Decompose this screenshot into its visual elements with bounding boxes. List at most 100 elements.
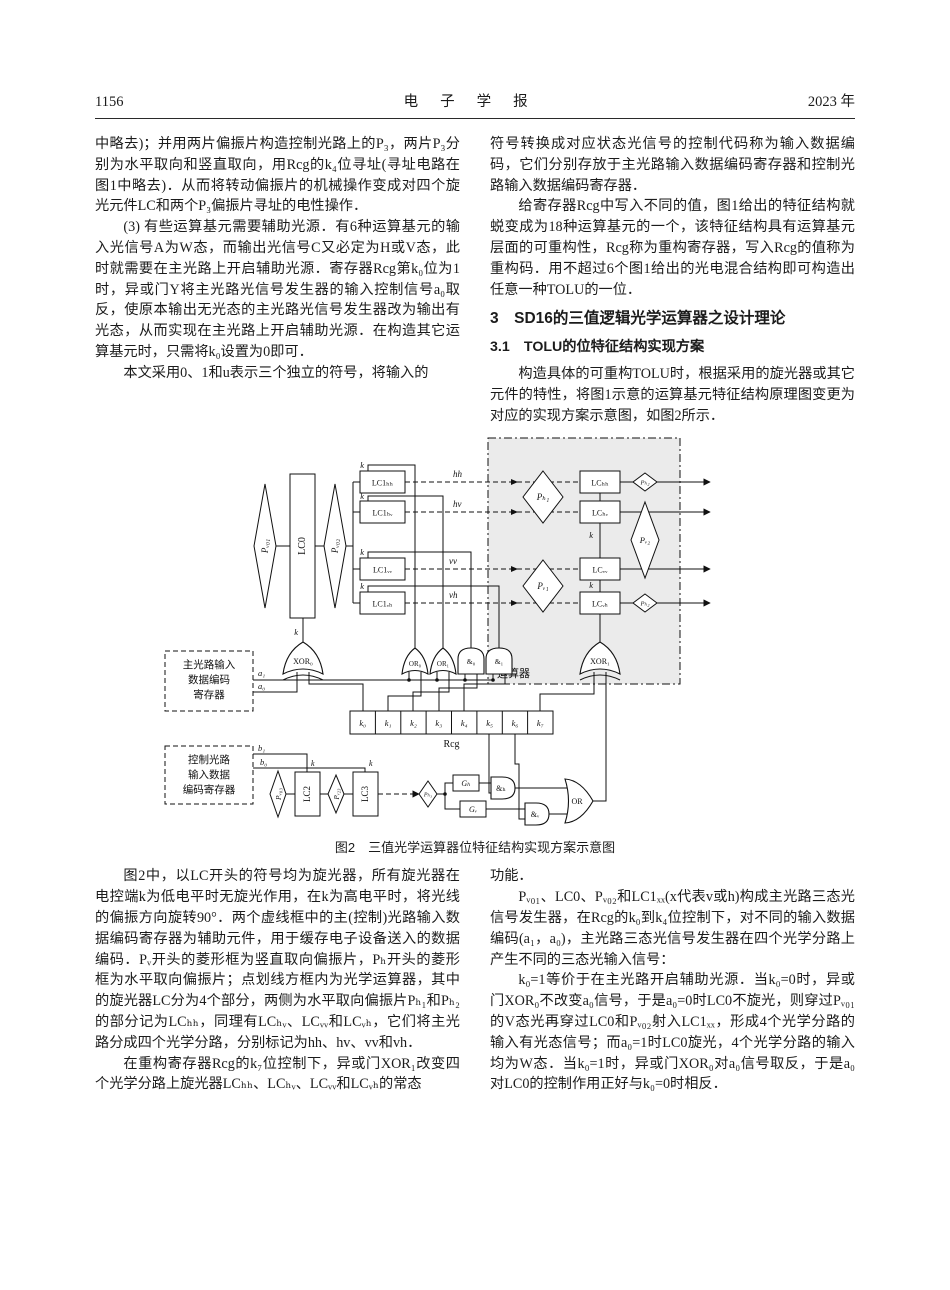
rcg-register: k₀ k₁ k₂ k₃ k₄ k₅ k₆ k₇ Rcg bbox=[349, 710, 554, 750]
main-register-line3: 寄存器 bbox=[193, 688, 225, 701]
header-year: 2023 年 bbox=[807, 94, 855, 110]
rotator-lcvv: LCᵥᵥ bbox=[579, 557, 621, 581]
path-hh-label: hh bbox=[453, 469, 463, 479]
figure-2-diagram: Pᵥ₀₁ LC0 Pᵥ₀₂ k LC1ₕₕ LC1ₕᵥ LC1 bbox=[164, 437, 711, 826]
pv23-label: Pᵥ₂₃ bbox=[333, 788, 341, 801]
xor0-gate: XOR₀ bbox=[282, 641, 324, 681]
control-register-line2: 输入数据 bbox=[188, 768, 230, 781]
paragraph: k₀=1等价于在主光路开启辅助光源．当k₀=0时，异或门XOR₀不改变a₀信号，… bbox=[490, 972, 855, 1093]
ph1-label: Pₕ₁ bbox=[536, 492, 550, 502]
ph2-label: Pₕ₂ bbox=[639, 480, 650, 487]
and0-gate: &₀ bbox=[457, 647, 485, 675]
bottom-text-columns: 图2中，以LC开头的符号均为旋光器，所有旋光器在电控端k为低电平时无旋光作用，在… bbox=[95, 866, 855, 1095]
gh-label: Gₕ bbox=[461, 779, 470, 788]
a1-label: a₁ bbox=[258, 668, 265, 678]
gv-label: Gᵥ bbox=[469, 805, 477, 814]
rcg-cell-k0: k₀ bbox=[359, 718, 366, 728]
ph2-label: Pₕ₂ bbox=[639, 601, 650, 608]
k-label: k bbox=[360, 581, 364, 591]
lchh-label: LCₕₕ bbox=[591, 479, 609, 488]
paragraph: 本文采用0、1和u表示三个独立的符号，将输入的 bbox=[123, 364, 429, 381]
rcg-cell-k3: k₃ bbox=[435, 718, 442, 728]
lc1hv-label: LC1ₕᵥ bbox=[372, 509, 393, 518]
rotator-lcvh: LCᵥₕ bbox=[579, 591, 621, 615]
top-text-columns: 中略去)；并用两片偏振片构造控制光路上的P₃，两片P₃分别为水平取向和竖直取向，… bbox=[95, 134, 855, 426]
pv02-label: Pᵥ₀₂ bbox=[330, 539, 340, 554]
k-label: k bbox=[589, 580, 593, 590]
rotator-lc3: LC3 bbox=[352, 771, 379, 817]
lc3-k-label: k bbox=[369, 759, 373, 768]
paragraph: (3) 有些运算基元需要辅助光源．有6种运算基元的输入光信号A为W态，而输出光信… bbox=[95, 219, 460, 360]
paragraph: 构造具体的可重构TOLU时，根据采用的旋光器或其它元件的特性，将图1示意的运算基… bbox=[490, 365, 855, 424]
or0-gate: OR₀ bbox=[401, 647, 429, 676]
page-number: 1156 bbox=[95, 94, 124, 110]
rcg-cell-k4: k₄ bbox=[461, 718, 468, 728]
lc1vv-label: LC1ᵥᵥ bbox=[373, 566, 393, 575]
left-column-bottom: 图2中，以LC开头的符号均为旋光器，所有旋光器在电控端k为低电平时无旋光作用，在… bbox=[95, 866, 460, 1095]
lc3-label: LC3 bbox=[360, 786, 370, 803]
polarizer-pv2: Pᵥ₂ bbox=[630, 500, 660, 580]
xor0-label: XOR₀ bbox=[293, 657, 313, 666]
detector-gv: Gᵥ bbox=[459, 800, 487, 818]
control-register-line3: 编码寄存器 bbox=[183, 783, 236, 796]
right-column-bottom: 功能． Pᵥ₀₁、LC0、Pᵥ₀₂和LC1ₓₓ(x代表v或h)构成主光路三态光信… bbox=[490, 866, 855, 1095]
polarizer-pv01: Pᵥ₀₁ bbox=[253, 484, 277, 609]
rcg-cell-k2: k₂ bbox=[410, 718, 417, 728]
rotator-lc1hh: LC1ₕₕ bbox=[359, 470, 406, 494]
main-register-line2: 数据编码 bbox=[188, 673, 230, 686]
or-output-gate: OR bbox=[564, 778, 594, 824]
k-label: k bbox=[360, 547, 364, 557]
path-vh-label: vh bbox=[449, 590, 458, 600]
or0-label: OR₀ bbox=[409, 660, 422, 668]
path-vv-label: vv bbox=[449, 556, 457, 566]
pv1-label: Pᵥ₁ bbox=[536, 581, 548, 591]
lc0-k-label: k bbox=[294, 627, 298, 637]
lcvv-label: LCᵥᵥ bbox=[593, 566, 609, 575]
rotator-lc0: LC0 bbox=[289, 473, 316, 619]
lchv-label: LCₕᵥ bbox=[592, 509, 609, 518]
polarizer-ph3: Pₕ₃ bbox=[418, 780, 438, 809]
detector-gh: Gₕ bbox=[452, 774, 480, 792]
paragraph: Pᵥ₀₁、LC0、Pᵥ₀₂和LC1ₓₓ(x代表v或h)构成主光路三态光信号发生器… bbox=[490, 889, 855, 968]
b0-label: b₀ bbox=[260, 757, 267, 767]
pv01-label: Pᵥ₀₁ bbox=[260, 539, 270, 554]
rotator-lc1vv: LC1ᵥᵥ bbox=[359, 557, 406, 581]
main-input-register: 主光路输入 数据编码 寄存器 bbox=[164, 650, 254, 712]
polarizer-pv1: Pᵥ₁ bbox=[522, 559, 564, 614]
lcvh-label: LCᵥₕ bbox=[592, 600, 609, 609]
control-register-line1: 控制光路 bbox=[188, 753, 230, 766]
polarizer-ph1: Pₕ₁ bbox=[522, 470, 564, 525]
andh-label: &ₕ bbox=[496, 784, 506, 793]
and0-label: &₀ bbox=[467, 657, 476, 666]
rotator-lc1hv: LC1ₕᵥ bbox=[359, 500, 406, 524]
lc0-label: LC0 bbox=[297, 537, 308, 555]
paragraph: 中略去)；并用两片偏振片构造控制光路上的P₃，两片P₃分别为水平取向和竖直取向，… bbox=[95, 136, 460, 215]
figure-2: Pᵥ₀₁ LC0 Pᵥ₀₂ k LC1ₕₕ LC1ₕᵥ LC1 bbox=[95, 434, 855, 856]
rotator-lc1vh: LC1ᵥₕ bbox=[359, 591, 406, 615]
or1-label: OR₁ bbox=[437, 660, 449, 668]
rotator-lchv: LCₕᵥ bbox=[579, 500, 621, 524]
paragraph: 在重构寄存器Rcg的k₇位控制下，异或门XOR₁改变四个光学分路上旋光器LCₕₕ… bbox=[95, 1055, 460, 1093]
lc1hh-label: LC1ₕₕ bbox=[372, 479, 394, 488]
polarizer-pv03: Pᵥ₀₃ bbox=[269, 769, 287, 819]
page-header: 1156 电子学报 2023 年 bbox=[95, 90, 855, 119]
rcg-cell-k5: k₅ bbox=[486, 718, 493, 728]
rcg-cell-k6: k₆ bbox=[512, 718, 519, 728]
and1-gate: &₁ bbox=[485, 647, 513, 675]
ph3-label: Pₕ₃ bbox=[423, 793, 432, 799]
polarizer-ph2-top: Pₕ₂ bbox=[632, 472, 658, 492]
rcg-label: Rcg bbox=[443, 739, 459, 750]
main-register-line1: 主光路输入 bbox=[183, 658, 236, 671]
polarizer-pv02: Pᵥ₀₂ bbox=[323, 484, 347, 609]
pv03-label: Pᵥ₀₃ bbox=[274, 788, 283, 801]
or-output-label: OR bbox=[571, 797, 583, 806]
lc1vh-label: LC1ᵥₕ bbox=[372, 600, 393, 609]
rotator-lchh: LCₕₕ bbox=[579, 470, 621, 494]
xor1-label: XOR₁ bbox=[590, 657, 610, 666]
b1-label: b₁ bbox=[258, 743, 265, 753]
andv-gate: &ᵥ bbox=[524, 802, 550, 826]
rcg-cell-k1: k₁ bbox=[385, 718, 392, 728]
andh-gate: &ₕ bbox=[490, 776, 516, 800]
paragraph: 功能． bbox=[490, 868, 533, 885]
